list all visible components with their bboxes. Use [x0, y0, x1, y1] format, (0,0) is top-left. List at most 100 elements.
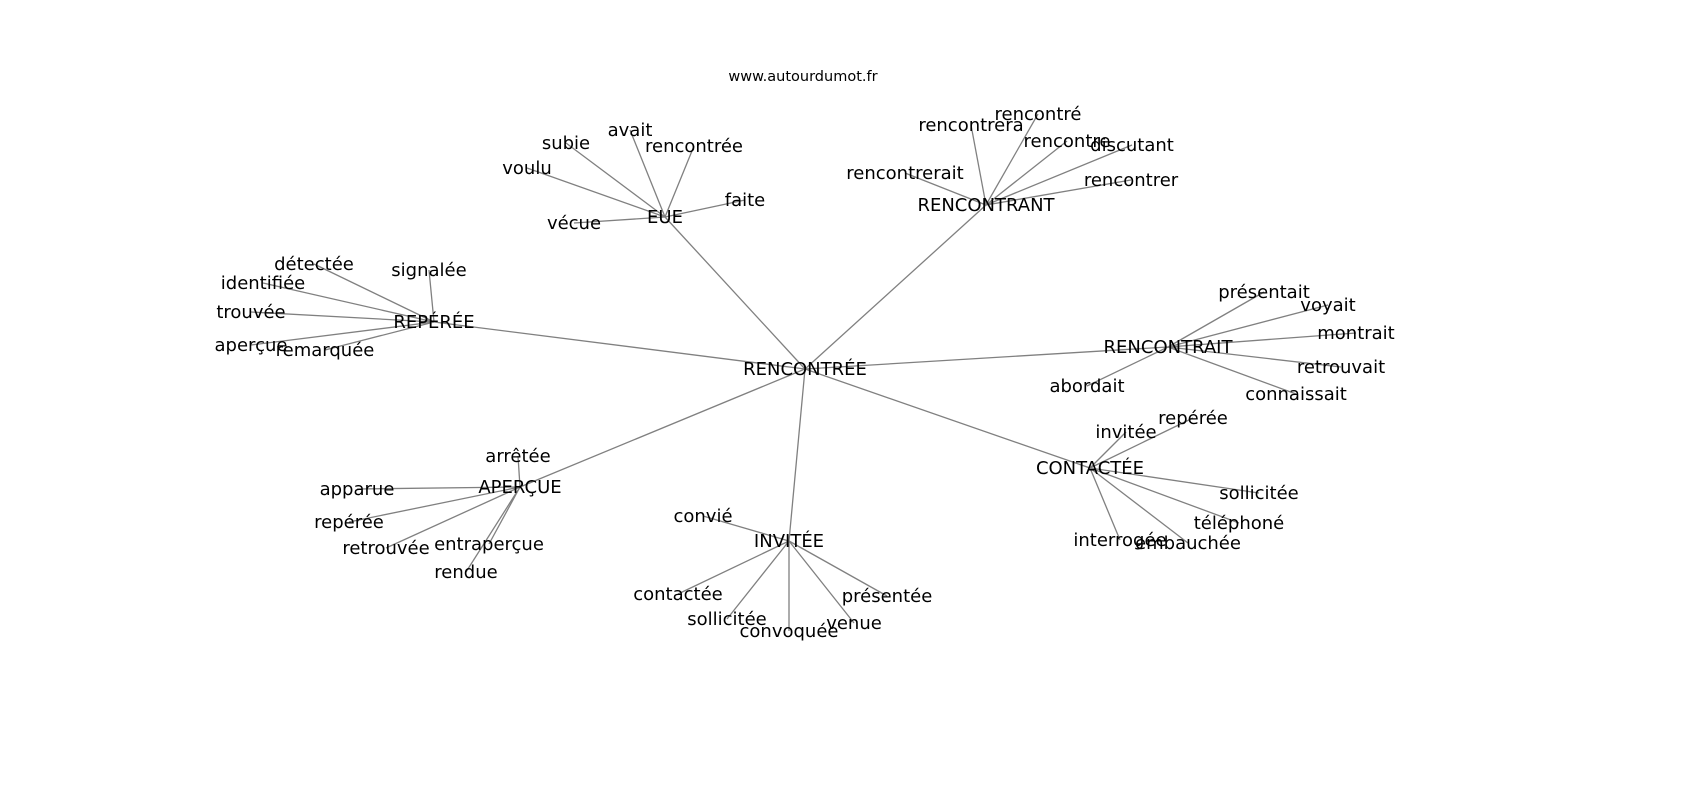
leaf-node[interactable]: discutant — [1090, 135, 1174, 156]
edge-rait-rait6 — [1086, 346, 1169, 387]
leaf-node[interactable]: voyait — [1300, 295, 1355, 316]
site-title: www.autourdumot.fr — [728, 69, 877, 85]
edge-rant-rant1 — [970, 124, 987, 206]
edge-con-con4 — [1089, 467, 1240, 524]
hub-node-eue[interactable]: EUE — [647, 207, 683, 228]
leaf-node[interactable]: vécue — [547, 213, 601, 234]
leaf-node[interactable]: signalée — [391, 260, 466, 281]
edge-eue-eue6 — [573, 216, 666, 224]
leaf-node[interactable]: présentait — [1218, 282, 1310, 303]
leaf-node[interactable]: aperçue — [215, 335, 288, 356]
edge-rep-rep3 — [262, 282, 435, 323]
leaf-node[interactable]: détectée — [274, 254, 354, 275]
edge-con-con1 — [1089, 431, 1127, 469]
leaf-node[interactable]: remarquée — [276, 340, 375, 361]
leaf-node[interactable]: retrouvait — [1297, 357, 1385, 378]
edge-rant-rant5 — [904, 172, 987, 206]
leaf-node[interactable]: sollicitée — [1219, 483, 1299, 504]
hub-node-inv[interactable]: INVITÉE — [754, 530, 824, 552]
leaf-node[interactable]: contactée — [633, 584, 723, 605]
edge-rep-rep2 — [428, 269, 435, 323]
edge-center-con — [804, 368, 1091, 469]
edge-rep-rep6 — [324, 321, 435, 351]
leaf-node[interactable]: repérée — [314, 512, 384, 533]
hub-node-rant[interactable]: RENCONTRANT — [917, 195, 1055, 216]
leaf-node[interactable]: embauchée — [1135, 533, 1241, 554]
leaf-node[interactable]: rencontrera — [918, 115, 1023, 136]
leaf-node[interactable]: abordait — [1049, 376, 1124, 397]
edge-ape-ape2 — [356, 486, 521, 490]
leaf-node[interactable]: voulu — [502, 158, 551, 179]
leaf-node[interactable]: présentée — [842, 586, 933, 607]
edge-center-rep — [433, 321, 806, 370]
edge-inv-inv6 — [788, 540, 888, 597]
hub-node-rait[interactable]: RENCONTRAIT — [1104, 337, 1234, 358]
center-node[interactable]: RENCONTRÉE — [743, 358, 867, 380]
edge-rant-rant3 — [985, 140, 1068, 206]
edge-ape-ape4 — [385, 486, 521, 549]
edge-inv-inv2 — [677, 540, 790, 595]
edge-con-con2 — [1089, 417, 1194, 469]
edge-rant-rant4 — [985, 144, 1133, 206]
edge-con-con6 — [1089, 467, 1121, 541]
edge-eue-eue3 — [664, 145, 695, 218]
leaf-node[interactable]: arrêtée — [485, 446, 550, 467]
leaf-node[interactable]: connaissait — [1245, 384, 1347, 405]
edge-con-con5 — [1089, 467, 1189, 544]
edge-ape-ape3 — [348, 486, 521, 523]
edge-center-ape — [519, 368, 806, 488]
edge-ape-ape5 — [488, 486, 521, 545]
leaf-node[interactable]: subie — [542, 133, 590, 154]
leaf-node[interactable]: interrogée — [1073, 530, 1166, 551]
leaf-node[interactable]: repérée — [1158, 408, 1228, 429]
leaf-node[interactable]: retrouvée — [342, 538, 429, 559]
edges — [250, 113, 1357, 631]
edge-inv-inv3 — [726, 540, 790, 620]
edge-eue-eue2 — [629, 129, 666, 218]
edge-rep-rep5 — [250, 321, 435, 346]
edge-rait-rait2 — [1167, 304, 1329, 348]
edge-center-rant — [804, 204, 987, 370]
hub-node-rep[interactable]: REPÉRÉE — [393, 311, 474, 333]
hub-node-ape[interactable]: APERÇUE — [478, 477, 561, 498]
leaf-node[interactable]: faite — [725, 190, 766, 211]
edge-eue-eue1 — [565, 142, 666, 218]
leaf-node[interactable]: apparue — [320, 479, 395, 500]
leaf-node[interactable]: sollicitée — [687, 609, 767, 630]
leaf-node[interactable]: convié — [673, 506, 732, 527]
leaf-node[interactable]: rencontrerait — [846, 163, 963, 184]
edge-rait-rait5 — [1167, 346, 1297, 395]
edge-center-rait — [804, 346, 1169, 370]
leaf-node[interactable]: rencontre — [1024, 131, 1111, 152]
edge-rant-rant6 — [985, 179, 1132, 206]
edge-inv-inv1 — [702, 515, 790, 542]
leaf-node[interactable]: trouvée — [216, 302, 285, 323]
leaf-node[interactable]: identifiée — [221, 273, 305, 294]
edge-ape-ape1 — [517, 455, 521, 488]
leaf-node[interactable]: rencontré — [995, 104, 1082, 125]
leaf-node[interactable]: avait — [608, 120, 653, 141]
edge-center-inv — [788, 368, 806, 542]
leaf-node[interactable]: convoquée — [740, 621, 839, 642]
edge-eue-eue5 — [664, 199, 746, 218]
leaf-node[interactable]: entraperçue — [434, 534, 544, 555]
edge-rait-rait4 — [1167, 346, 1342, 368]
leaf-node[interactable]: rencontrer — [1084, 170, 1179, 191]
leaf-node[interactable]: montrait — [1317, 323, 1395, 344]
edge-rant-rant2 — [985, 113, 1039, 206]
edge-con-con3 — [1089, 467, 1260, 494]
edge-rep-rep4 — [250, 311, 435, 323]
leaf-node[interactable]: invitée — [1095, 422, 1156, 443]
hub-node-con[interactable]: CONTACTÉE — [1036, 457, 1144, 479]
edge-center-eue — [664, 216, 806, 370]
leaf-node[interactable]: venue — [826, 613, 882, 634]
edge-rep-rep1 — [313, 263, 435, 323]
edge-inv-inv5 — [788, 540, 855, 624]
edge-rait-rait1 — [1167, 291, 1265, 348]
leaf-node[interactable]: rendue — [434, 562, 497, 583]
edge-ape-ape6 — [465, 486, 521, 573]
leaf-node[interactable]: rencontrée — [645, 136, 743, 157]
leaf-node[interactable]: téléphoné — [1194, 513, 1285, 534]
